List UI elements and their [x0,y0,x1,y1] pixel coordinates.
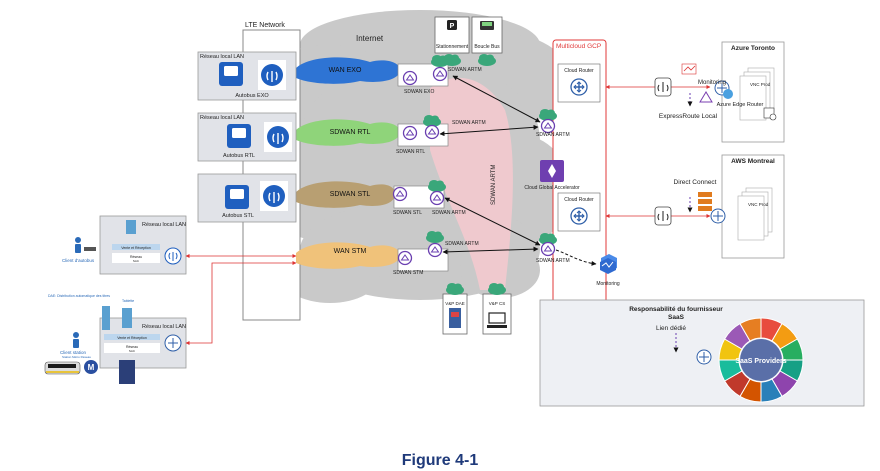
svg-text:VNC Prod: VNC Prod [750,82,771,87]
svg-text:Autobus RTL: Autobus RTL [223,153,255,159]
svg-text:SDWAN ARTM: SDWAN ARTM [448,67,482,73]
svg-text:Monitoring: Monitoring [698,80,726,86]
svg-text:Cloud Global Accelerator: Cloud Global Accelerator [524,185,580,191]
svg-text:Réseau local LAN: Réseau local LAN [200,54,244,60]
svg-text:V&P CS: V&P CS [489,301,505,306]
aws-router [710,208,726,224]
site-exo: Réseau local LAN Autobus EXO [197,51,297,101]
lte-network-title: LTE Network [245,22,285,29]
boucle-box: Boucle Bus [471,16,503,66]
azure-triangle [699,91,713,103]
azure-title: Azure Toronto [731,45,775,52]
svg-text:Cloud Router: Cloud Router [564,197,594,203]
svg-text:Station Métro Réseau: Station Métro Réseau [62,355,91,359]
svg-text:Réseau: Réseau [130,255,142,259]
svg-text:Stationnement: Stationnement [436,44,469,50]
direct-connect-icon: Direct Connect [674,179,717,211]
aws-title: AWS Montreal [731,158,775,165]
svg-text:P: P [450,23,455,30]
wan-exo-band: WAN EXO [296,57,400,84]
svg-text:WAN STM: WAN STM [334,248,367,255]
svg-text:DAE: Distribution automatique: DAE: Distribution automatique des titres [48,294,110,298]
svg-text:Réseau: Réseau [126,345,138,349]
saas-link-label: Lien dédié [656,325,686,332]
aws-vnc-stack: VNC Prod [737,187,773,241]
svg-text:SDWAN ARTM: SDWAN ARTM [445,241,479,247]
artm-node-1: SDWAN ARTM [431,55,482,82]
client-bus-person: Client d'autobus [62,237,96,263]
saas-title-2: SaaS [668,314,685,321]
wan-rtl-band: SDWAN RTL [296,119,400,146]
gcp-router-1: Cloud Router [557,63,601,103]
svg-text:SDWAN ARTM: SDWAN ARTM [432,210,466,216]
svg-text:Réseau local LAN: Réseau local LAN [200,115,244,121]
svg-text:Azure Edge Router: Azure Edge Router [717,102,764,108]
directconnect-device [654,206,672,226]
azure-edge-router: Azure Edge Router [714,80,764,108]
wan-stl-band: SDWAN STL [296,181,395,208]
svg-text:SDWAN STM: SDWAN STM [393,270,423,276]
svg-text:SAC: SAC [133,259,140,263]
svg-text:SAC: SAC [129,349,136,353]
svg-text:Monitoring: Monitoring [596,281,620,287]
site-client-bus: Réseau local LAN Vente et Réception Rése… [99,215,187,275]
parking-box: P Stationnement [434,16,470,66]
svg-text:SDWAN STL: SDWAN STL [393,210,422,216]
svg-text:SDWAN STL: SDWAN STL [330,191,371,198]
svg-text:VNC Prod: VNC Prod [748,202,769,207]
gcp-monitoring: Monitoring [596,254,620,287]
svg-text:SDWAN ARTM: SDWAN ARTM [536,258,570,264]
saas-title-1: Responsabilité du fournisseur [629,306,723,313]
svg-text:Réseau local LAN: Réseau local LAN [142,222,186,228]
azure-monitoring: Monitoring [681,63,726,86]
svg-text:Boucle Bus: Boucle Bus [474,44,500,50]
gcp-accelerator: Cloud Global Accelerator [524,160,580,191]
client-links [185,254,297,345]
artm-hub-1: SDWAN ARTM [536,109,570,138]
svg-text:WAN EXO: WAN EXO [329,67,362,74]
svg-text:M: M [88,363,95,372]
gcp-router-2: Cloud Router [557,192,601,232]
svg-text:ExpressRoute Local: ExpressRoute Local [659,113,718,120]
svg-text:SDWAN RTL: SDWAN RTL [330,129,371,136]
saas-providers-label: SaaS Providers [735,358,786,365]
svg-text:SDWAN ARTM: SDWAN ARTM [452,120,486,126]
wan-stm-band: WAN STM [296,242,400,269]
svg-text:Autobus EXO: Autobus EXO [235,93,269,99]
svg-text:Vente et Réception: Vente et Réception [117,336,147,340]
artm-vertical-label: SDWAN ARTM [491,165,497,205]
svg-text:Direct Connect: Direct Connect [674,179,717,186]
dae-device-box: V&P DAE [442,283,468,335]
saas-providers-wheel [718,317,804,403]
site-rtl: Réseau local LAN Autobus RTL [197,112,297,162]
backbone-arrows [439,75,597,266]
artm-node-2: SDWAN ARTM [423,115,486,140]
svg-text:Réseau local LAN: Réseau local LAN [142,324,186,330]
artm-hub-2: SDWAN ARTM [536,233,570,264]
figure-caption: Figure 4-1 [401,452,479,469]
svg-text:Tablette: Tablette [122,299,134,303]
expressroute-device: ExpressRoute Local [654,77,718,120]
svg-text:Client d'autobus: Client d'autobus [62,258,95,263]
saas-wheel-segment [739,317,762,342]
site-stl: Autobus STL [197,173,297,223]
svg-text:Vente et Réception: Vente et Réception [121,246,151,250]
cs-device-box: V&P CS [482,283,512,335]
internet-title: Internet [356,34,384,43]
svg-text:V&P DAE: V&P DAE [445,301,464,306]
svg-text:SDWAN EXO: SDWAN EXO [404,89,434,95]
gcp-title: Multicloud GCP [556,43,601,50]
svg-text:SDWAN ARTM: SDWAN ARTM [536,132,570,138]
saas-wheel-center [740,339,782,381]
azure-vnc-stack: VNC Prod [739,67,777,121]
svg-text:Client station: Client station [60,350,87,355]
saas-router [696,349,712,365]
svg-text:Cloud Router: Cloud Router [564,68,594,74]
client-train-person: Client station Station Métro Réseau M [44,332,98,375]
svg-text:Autobus STL: Autobus STL [222,213,254,219]
svg-text:SDWAN RTL: SDWAN RTL [396,149,425,155]
